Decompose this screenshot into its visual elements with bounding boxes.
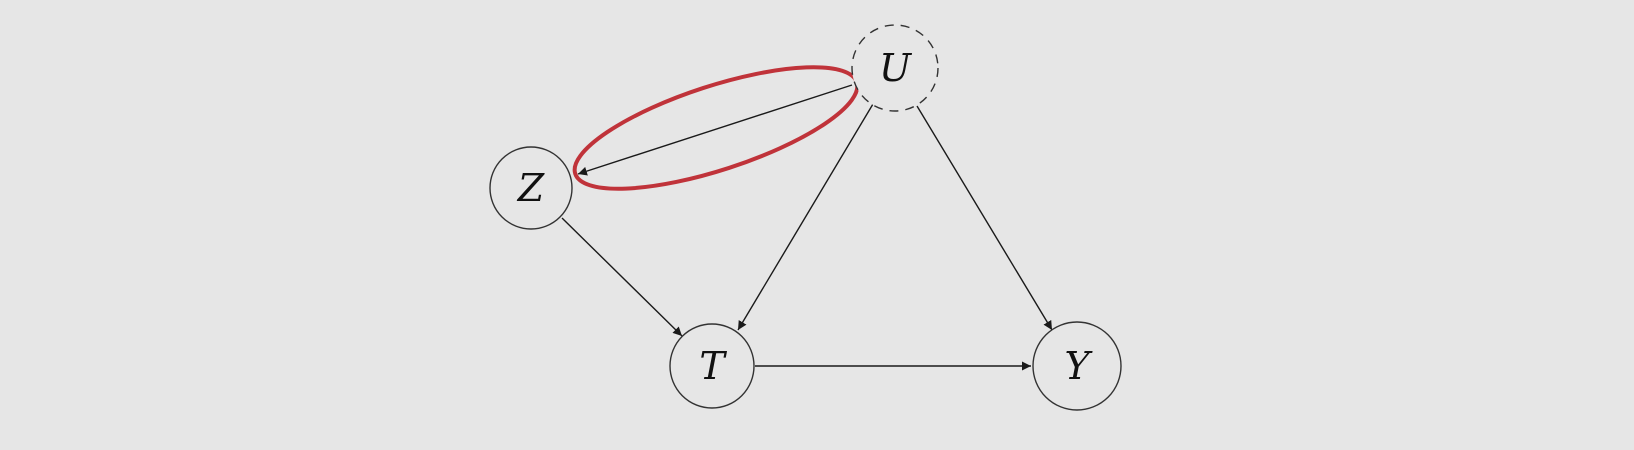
node-u-circle xyxy=(851,24,939,112)
edge-u-to-y xyxy=(916,105,1053,331)
node-y-circle xyxy=(1032,321,1122,411)
edge-u-to-z xyxy=(577,84,853,176)
edges xyxy=(561,84,1053,371)
node-z-circle xyxy=(489,146,573,230)
edge-u-to-t xyxy=(737,103,874,331)
edge-z-to-t xyxy=(561,217,683,337)
node-y[interactable]: Y xyxy=(1032,321,1122,411)
node-u-label: U xyxy=(879,46,913,90)
node-u[interactable]: U xyxy=(851,24,939,112)
node-t[interactable]: T xyxy=(669,323,755,409)
node-z[interactable]: Z xyxy=(489,146,573,230)
node-t-circle xyxy=(669,323,755,409)
node-y-label: Y xyxy=(1064,344,1093,388)
node-z-label: Z xyxy=(517,166,545,210)
node-t-label: T xyxy=(699,344,727,388)
